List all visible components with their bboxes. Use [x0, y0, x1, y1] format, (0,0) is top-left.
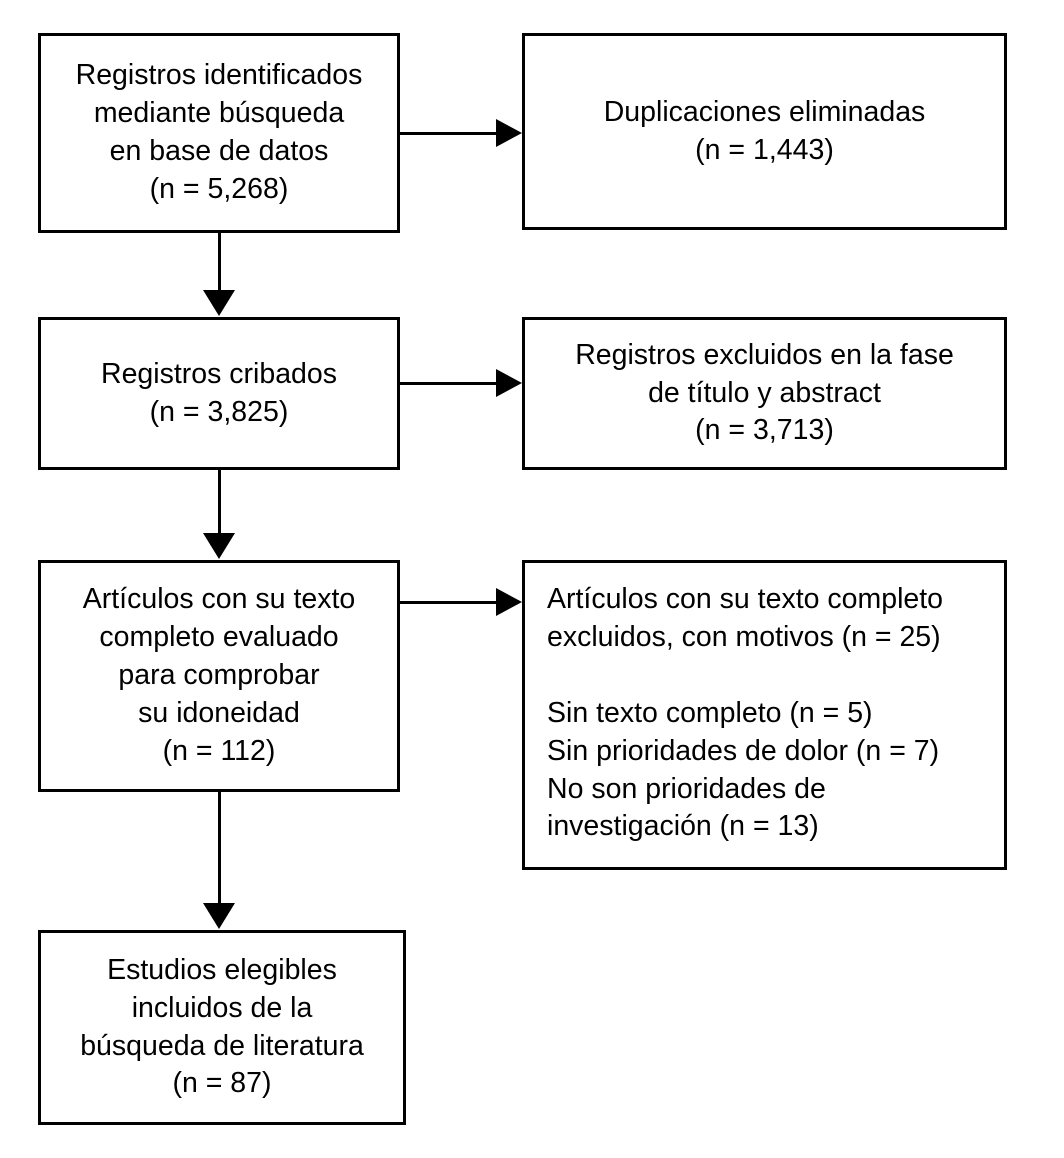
box-records-excluded-line-2: de título y abstract: [648, 376, 881, 409]
box-records-identified-line-3: en base de datos: [109, 135, 329, 167]
box-records-screened: Registros cribados (n = 3,825): [38, 317, 400, 470]
arrowhead-screened-to-excluded: [496, 369, 522, 397]
box-fulltext-excluded: Artículos con su texto completo excluido…: [522, 560, 1007, 870]
box-records-identified: Registros identificados mediante búsqued…: [38, 33, 400, 233]
box-records-identified-line-2: mediante búsqueda: [93, 97, 345, 130]
connector-identification-to-duplicates: [400, 132, 500, 135]
box-fulltext-assessed: Artículos con su texto completo evaluado…: [38, 560, 400, 792]
box-fulltext-assessed-line-4: su idoneidad: [138, 696, 300, 729]
box-studies-included-line-3: búsqueda de literatura: [80, 1029, 364, 1062]
box-fulltext-excluded-reason-2: Sin prioridades de dolor (n = 7): [547, 734, 940, 767]
box-studies-included-count: (n = 87): [172, 1067, 272, 1100]
box-records-identified-count: (n = 5,268): [149, 172, 289, 205]
connector-identification-to-screened: [218, 233, 221, 293]
connector-screened-to-fulltext: [218, 470, 221, 536]
arrowhead-identification-to-duplicates: [496, 119, 522, 147]
arrowhead-fulltext-to-fulltext-excluded: [496, 588, 522, 616]
box-fulltext-assessed-line-2: completo evaluado: [99, 621, 339, 654]
box-duplicates-removed-line-1: Duplicaciones eliminadas: [603, 95, 926, 128]
box-fulltext-excluded-heading-1: Artículos con su texto completo: [547, 583, 944, 615]
box-fulltext-excluded-heading-2: excluidos, con motivos (n = 25): [547, 620, 941, 653]
box-fulltext-assessed-line-3: para comprobar: [118, 659, 320, 692]
box-studies-included-line-1: Estudios elegibles: [107, 953, 337, 986]
box-records-excluded-line-1: Registros excluidos en la fase: [575, 338, 954, 371]
arrowhead-identification-to-screened: [203, 290, 235, 316]
box-studies-included-line-2: incluidos de la: [131, 991, 313, 1024]
box-records-identified-line-1: Registros identificados: [75, 59, 363, 92]
box-fulltext-assessed-count: (n = 112): [162, 734, 276, 767]
box-studies-included: Estudios elegibles incluidos de la búsqu…: [38, 930, 406, 1125]
box-fulltext-assessed-line-1: Artículos con su texto: [82, 583, 356, 616]
box-duplicates-removed-count: (n = 1,443): [695, 133, 834, 166]
arrowhead-screened-to-fulltext: [203, 533, 235, 559]
box-records-screened-line-1: Registros cribados: [100, 357, 337, 390]
connector-screened-to-excluded: [400, 382, 500, 385]
connector-fulltext-to-fulltext-excluded: [400, 601, 500, 604]
arrowhead-fulltext-to-included: [203, 903, 235, 929]
box-duplicates-removed: Duplicaciones eliminadas (n = 1,443): [522, 33, 1007, 230]
box-fulltext-excluded-reason-3: No son prioridades de investigación (n =…: [547, 772, 826, 843]
box-records-excluded-count: (n = 3,713): [695, 414, 834, 447]
box-records-screened-count: (n = 3,825): [149, 395, 289, 428]
box-records-excluded-title-abstract: Registros excluidos en la fase de título…: [522, 317, 1007, 470]
box-fulltext-excluded-reason-1: Sin texto completo (n = 5): [547, 696, 873, 729]
connector-fulltext-to-included: [218, 792, 221, 907]
